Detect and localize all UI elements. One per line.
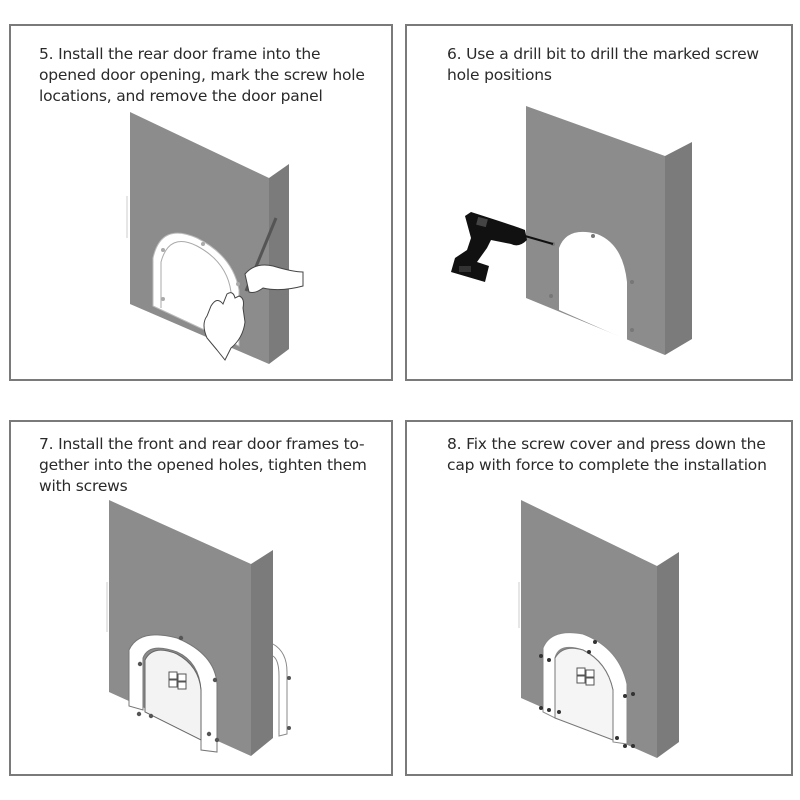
wall-side-icon bbox=[665, 142, 692, 355]
step-8-caption: 8. Fix the screw cover and press down th… bbox=[447, 435, 767, 474]
wall-side-icon bbox=[269, 164, 289, 364]
step-6-illustration bbox=[451, 106, 692, 355]
step-7-caption: 7. Install the front and rear door frame… bbox=[39, 435, 367, 495]
step-6-panel: 6. Use a drill bit to drill the marked s… bbox=[405, 24, 793, 381]
arched-opening-icon bbox=[559, 231, 627, 340]
step-6-caption: 6. Use a drill bit to drill the marked s… bbox=[447, 45, 759, 84]
step-8-illustration bbox=[518, 500, 679, 758]
hand-holding-pencil-icon bbox=[244, 264, 304, 293]
power-drill-icon bbox=[451, 212, 554, 282]
front-door-frame-icon bbox=[128, 634, 218, 753]
step-5-caption: 5. Install the rear door frame into the … bbox=[39, 45, 365, 105]
step-5-panel: 5. Install the rear door frame into the … bbox=[9, 24, 393, 381]
window-icon bbox=[576, 667, 595, 686]
door-flap-icon bbox=[554, 647, 614, 741]
step-7-panel: 7. Install the front and rear door frame… bbox=[9, 420, 393, 776]
wall-side-icon bbox=[657, 552, 679, 758]
screw-icon bbox=[136, 635, 291, 743]
rear-door-frame-icon bbox=[272, 643, 288, 737]
step-8-panel: 8. Fix the screw cover and press down th… bbox=[405, 420, 793, 776]
wall-side-icon bbox=[251, 550, 273, 756]
installed-door-frame-icon bbox=[542, 632, 628, 745]
step-7-illustration bbox=[106, 500, 291, 756]
hand-pressing-frame-icon bbox=[203, 292, 246, 361]
window-icon bbox=[168, 671, 187, 690]
door-flap-icon bbox=[144, 649, 202, 741]
step-5-illustration bbox=[126, 112, 304, 364]
screw-cover-icon bbox=[539, 640, 635, 748]
